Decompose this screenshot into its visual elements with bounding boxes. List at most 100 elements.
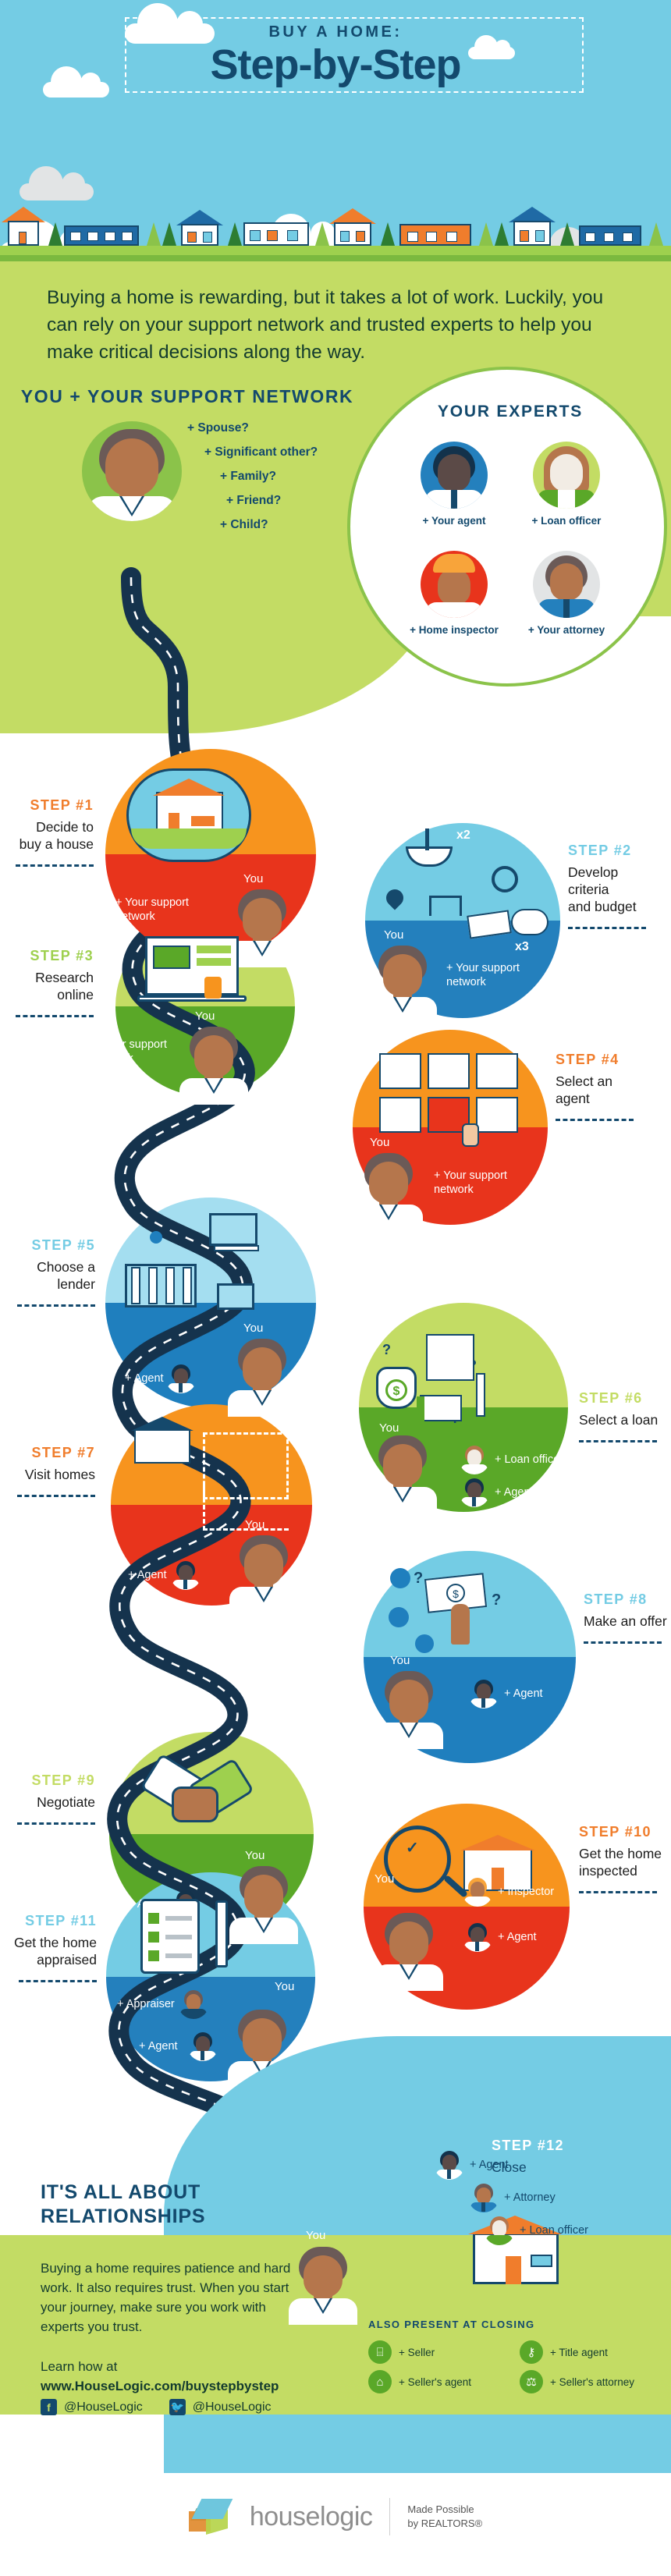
garage-icon: [191, 816, 215, 826]
you-figure: [228, 1866, 300, 1944]
column: [183, 1267, 192, 1304]
step-label-4: STEP #4 Select an agent: [556, 1052, 649, 1121]
avatar: [533, 551, 600, 618]
divider: [19, 1979, 97, 1982]
relationships-heading: IT'S ALL ABOUT RELATIONSHIPS: [41, 2181, 206, 2227]
agent-avatar: [459, 1476, 490, 1507]
closing-item-title-agent: ⚷ + Title agent: [520, 2340, 657, 2364]
step-description: Negotiate: [37, 1794, 95, 1810]
experts-panel: YOUR EXPERTS + Your agent + Loan officer: [347, 367, 667, 687]
you-figure: [353, 1153, 424, 1231]
step-tag: + Agent: [504, 1687, 543, 1700]
question-mark: ?: [414, 1570, 424, 1587]
pen-icon: [476, 1373, 485, 1417]
step-number: STEP #1: [30, 797, 94, 813]
listing-thumb: [153, 946, 190, 969]
step-description: Close: [492, 2159, 527, 2175]
tree-icon: [381, 222, 395, 246]
sad-face-icon: [389, 1607, 409, 1627]
line: [165, 1935, 192, 1939]
divider: [556, 1118, 634, 1121]
step-number: STEP #5: [31, 1237, 95, 1253]
you-figure: [226, 889, 298, 967]
cloud-icon: [20, 166, 94, 200]
you-label: You: [195, 1009, 215, 1023]
bank-roof-icon: [121, 1244, 199, 1266]
step-number: STEP #3: [30, 948, 94, 963]
ground-shade: [0, 255, 671, 261]
step-label-10: STEP #10 Get the home inspected: [579, 1824, 671, 1893]
you-figure: [373, 1913, 445, 1991]
tree-icon: [560, 222, 574, 246]
step-tag: + Your support network: [115, 896, 189, 924]
inspector-avatar: [462, 1875, 493, 1907]
tagline-line-1: Made Possible: [407, 2503, 474, 2515]
you-figure: [226, 1339, 298, 1417]
hand-icon: [172, 1787, 218, 1822]
agent-avatar: [170, 1559, 201, 1590]
twitter-icon[interactable]: 🐦: [169, 2399, 186, 2415]
cloud-icon: [468, 35, 515, 59]
header-kicker: BUY A HOME:: [0, 23, 671, 41]
neutral-face-icon: [415, 1634, 434, 1653]
cloud-icon: [43, 66, 109, 98]
door-icon: [506, 2256, 521, 2284]
learn-prefix: Learn how at: [41, 2359, 118, 2374]
agent-avatar: [462, 1921, 493, 1952]
step-tag: + Agent: [125, 1372, 164, 1385]
pencil-icon: [215, 1900, 228, 1967]
learn-more: Learn how at www.HouseLogic.com/buystepb…: [41, 2358, 306, 2396]
step-description: Get the home appraised: [13, 1935, 97, 1967]
neighborhood-strip: [0, 172, 671, 261]
step-tag: + Your support network: [434, 1169, 507, 1197]
fence-icon: [429, 896, 462, 916]
support-network-title: YOU + YOUR SUPPORT NETWORK: [20, 386, 354, 406]
page-title: Step-by-Step: [210, 41, 461, 88]
step-tag: + Agent: [128, 1569, 167, 1581]
question-mark: ?: [492, 1591, 502, 1609]
step-tag: + Agent: [139, 2040, 178, 2053]
you-label: You: [243, 872, 264, 885]
check-icon: [420, 1395, 462, 1421]
agent-avatar: [468, 1677, 499, 1708]
loan-officer-avatar: [484, 2214, 515, 2245]
line: [165, 1953, 192, 1958]
agent-avatar: [187, 2030, 218, 2061]
you-label: You: [379, 1421, 399, 1435]
you-label: You: [245, 1849, 265, 1862]
expert-label: + Home inspector: [410, 624, 499, 636]
facebook-icon[interactable]: f: [41, 2399, 57, 2415]
twitter-handle[interactable]: @HouseLogic: [192, 2400, 272, 2414]
avatar: [533, 442, 600, 509]
step-tag: + Agent: [498, 1931, 537, 1943]
house-icon: [156, 792, 223, 834]
step-tag: + Your support network: [94, 1038, 167, 1066]
facebook-handle[interactable]: @HouseLogic: [64, 2400, 143, 2414]
step-label-12: STEP #12 Close: [492, 2138, 648, 2177]
tree-icon: [48, 222, 62, 246]
appraiser-avatar: [178, 1988, 209, 2019]
avatar: [421, 551, 488, 618]
tree-icon: [479, 222, 493, 246]
expert-label: + Loan officer: [531, 515, 602, 527]
expert-label: + Your attorney: [527, 624, 605, 636]
window-icon: [531, 2255, 552, 2267]
divider: [389, 2498, 391, 2535]
step-number: STEP #2: [568, 843, 632, 858]
tour-path-icon: [203, 1484, 289, 1531]
step-number: STEP #8: [584, 1591, 648, 1607]
faucet-icon: [425, 829, 429, 850]
relationships-body: Buying a home requires patience and hard…: [41, 2261, 291, 2335]
website-url[interactable]: www.HouseLogic.com/buystepbystep: [41, 2378, 279, 2393]
step-description: Decide to buy a house: [19, 819, 94, 852]
divider: [584, 1641, 662, 1644]
cursor-hand-icon: [204, 977, 222, 999]
step-number: STEP #12: [492, 2138, 564, 2153]
hand-icon: [451, 1604, 470, 1645]
step-description: Visit homes: [24, 1467, 95, 1482]
step-number: STEP #7: [31, 1445, 95, 1460]
step-tag: + Attorney: [504, 2191, 556, 2204]
roof-icon: [468, 2216, 562, 2234]
tree-icon: [228, 222, 242, 246]
social-links: f @HouseLogic 🐦 @HouseLogic: [41, 2399, 272, 2415]
